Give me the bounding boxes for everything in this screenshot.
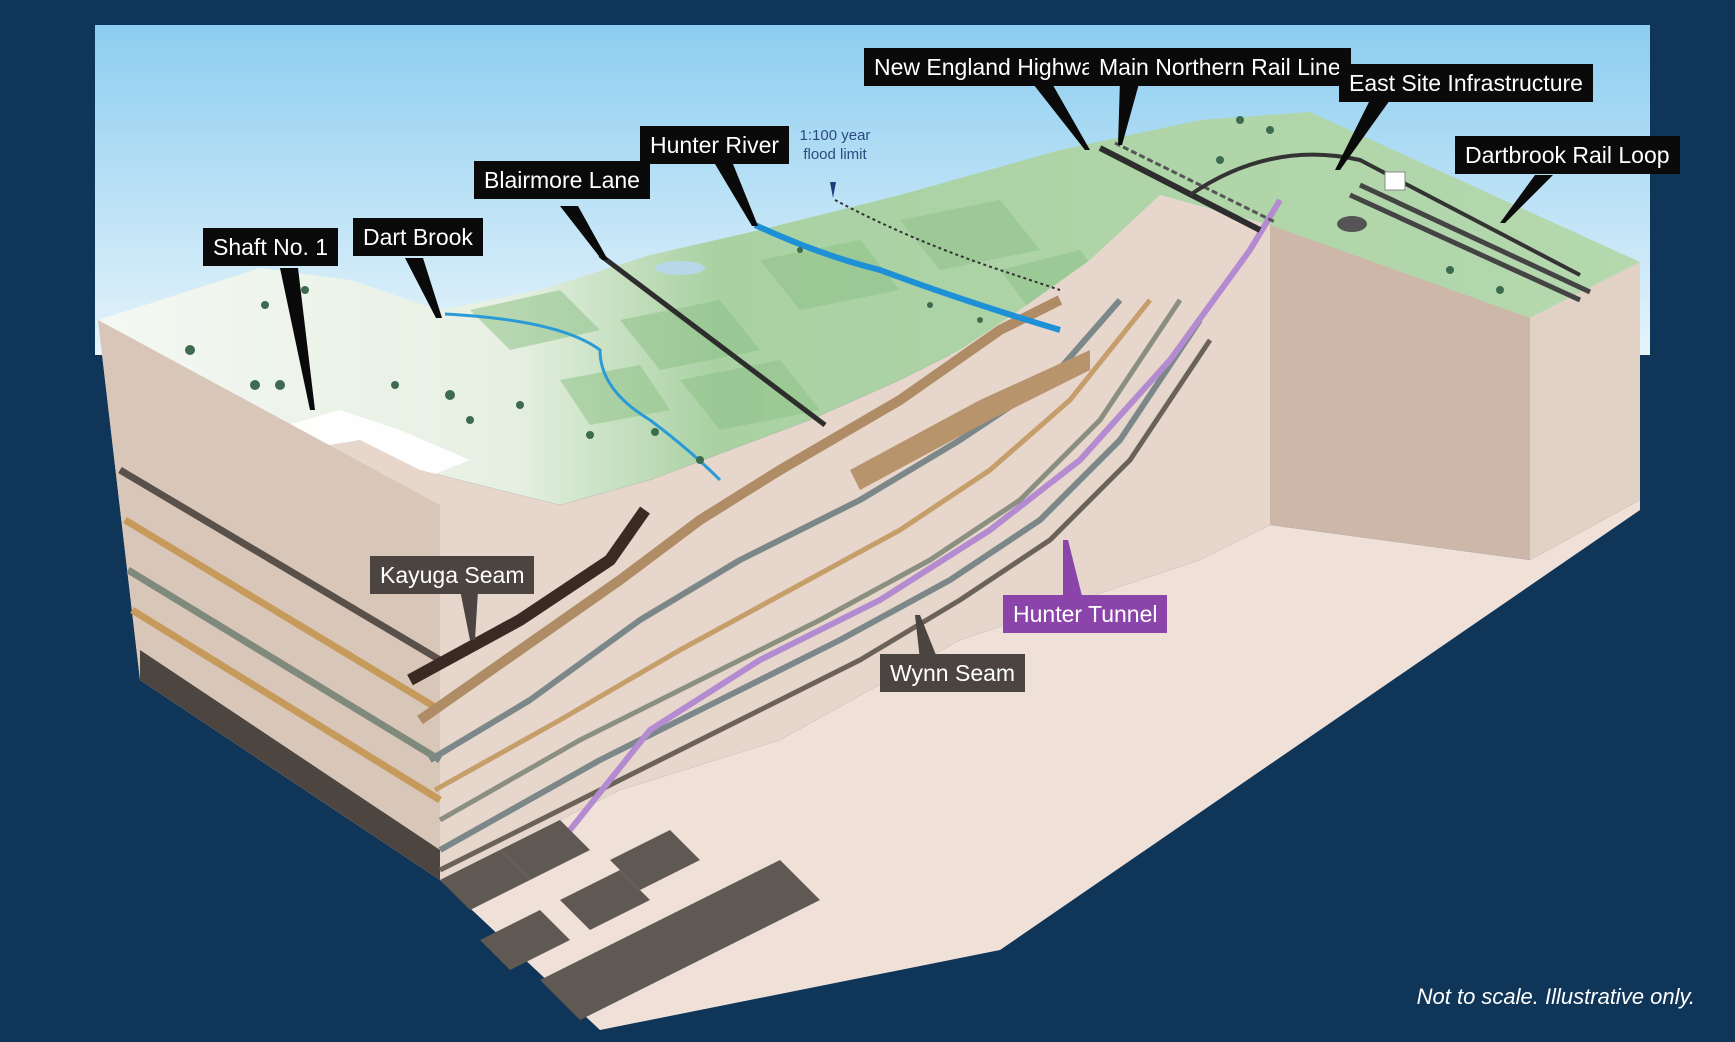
rail-line xyxy=(1114,141,1276,224)
flood-limit-line-2: flood limit xyxy=(803,146,867,163)
trees xyxy=(185,116,1504,464)
callout-new-england-highway: New England Highway xyxy=(864,48,1116,86)
callout-main-northern-rail-line: Main Northern Rail Line xyxy=(1089,48,1351,86)
callout-shaft-no-1: Shaft No. 1 xyxy=(203,228,339,266)
pointer-blairmore-lane xyxy=(560,206,608,260)
callout-wynn-seam: Wynn Seam xyxy=(880,654,1026,692)
east-site-building xyxy=(1384,171,1406,191)
pointer-dart-brook xyxy=(405,258,442,318)
hunter-river-channel xyxy=(753,222,1061,333)
east-site-tank xyxy=(1337,216,1367,232)
lake xyxy=(655,261,705,275)
callout-pointers xyxy=(280,80,1553,410)
blairmore-lane-road xyxy=(598,253,827,427)
flood-limit-line xyxy=(834,199,1061,291)
mine-blocks xyxy=(440,820,820,1020)
pointer-shaft-no-1 xyxy=(280,268,315,410)
callout-dartbrook-rail-loop: Dartbrook Rail Loop xyxy=(1455,136,1680,174)
earth-side-face xyxy=(98,320,440,880)
callout-kayuga-seam: Kayuga Seam xyxy=(370,556,535,594)
pointer-dartbrook-rail-loop xyxy=(1500,175,1553,223)
disclaimer-text: Not to scale. Illustrative only. xyxy=(1416,984,1695,1009)
tan-wedge xyxy=(850,350,1090,490)
pointer-kayuga-seam xyxy=(460,590,478,640)
callout-hunter-river: Hunter River xyxy=(640,126,790,164)
pointer-hunter-tunnel xyxy=(1063,540,1083,600)
flood-limit-marker xyxy=(830,182,836,198)
kayuga-seam-line xyxy=(407,506,650,686)
callout-dart-brook: Dart Brook xyxy=(353,218,483,256)
flood-limit-label: 1:100 year flood limit xyxy=(790,126,880,164)
pointer-new-england-highway xyxy=(1030,80,1090,150)
pit-back-wall xyxy=(1530,262,1640,560)
pointer-main-northern-rail-line xyxy=(1118,80,1140,145)
hunter-tunnel-line xyxy=(567,198,1283,832)
rail-loop-sidings xyxy=(1348,182,1592,303)
callout-hunter-tunnel: Hunter Tunnel xyxy=(1003,595,1168,633)
wynn-seam-line xyxy=(438,338,1213,873)
side-base-band xyxy=(140,650,440,880)
pointer-east-site-infrastructure xyxy=(1335,100,1390,170)
callout-blairmore-lane: Blairmore Lane xyxy=(474,161,650,199)
rail-loop xyxy=(1188,152,1581,277)
side-strata xyxy=(118,466,442,803)
flood-limit-line-1: 1:100 year xyxy=(799,127,871,144)
callout-east-site-infrastructure: East Site Infrastructure xyxy=(1339,64,1593,102)
pointer-hunter-river xyxy=(715,164,758,226)
pit-right-wall xyxy=(1270,225,1530,560)
pointer-wynn-seam xyxy=(915,615,938,660)
dart-brook-river xyxy=(444,312,722,482)
highway-road xyxy=(1098,145,1262,233)
